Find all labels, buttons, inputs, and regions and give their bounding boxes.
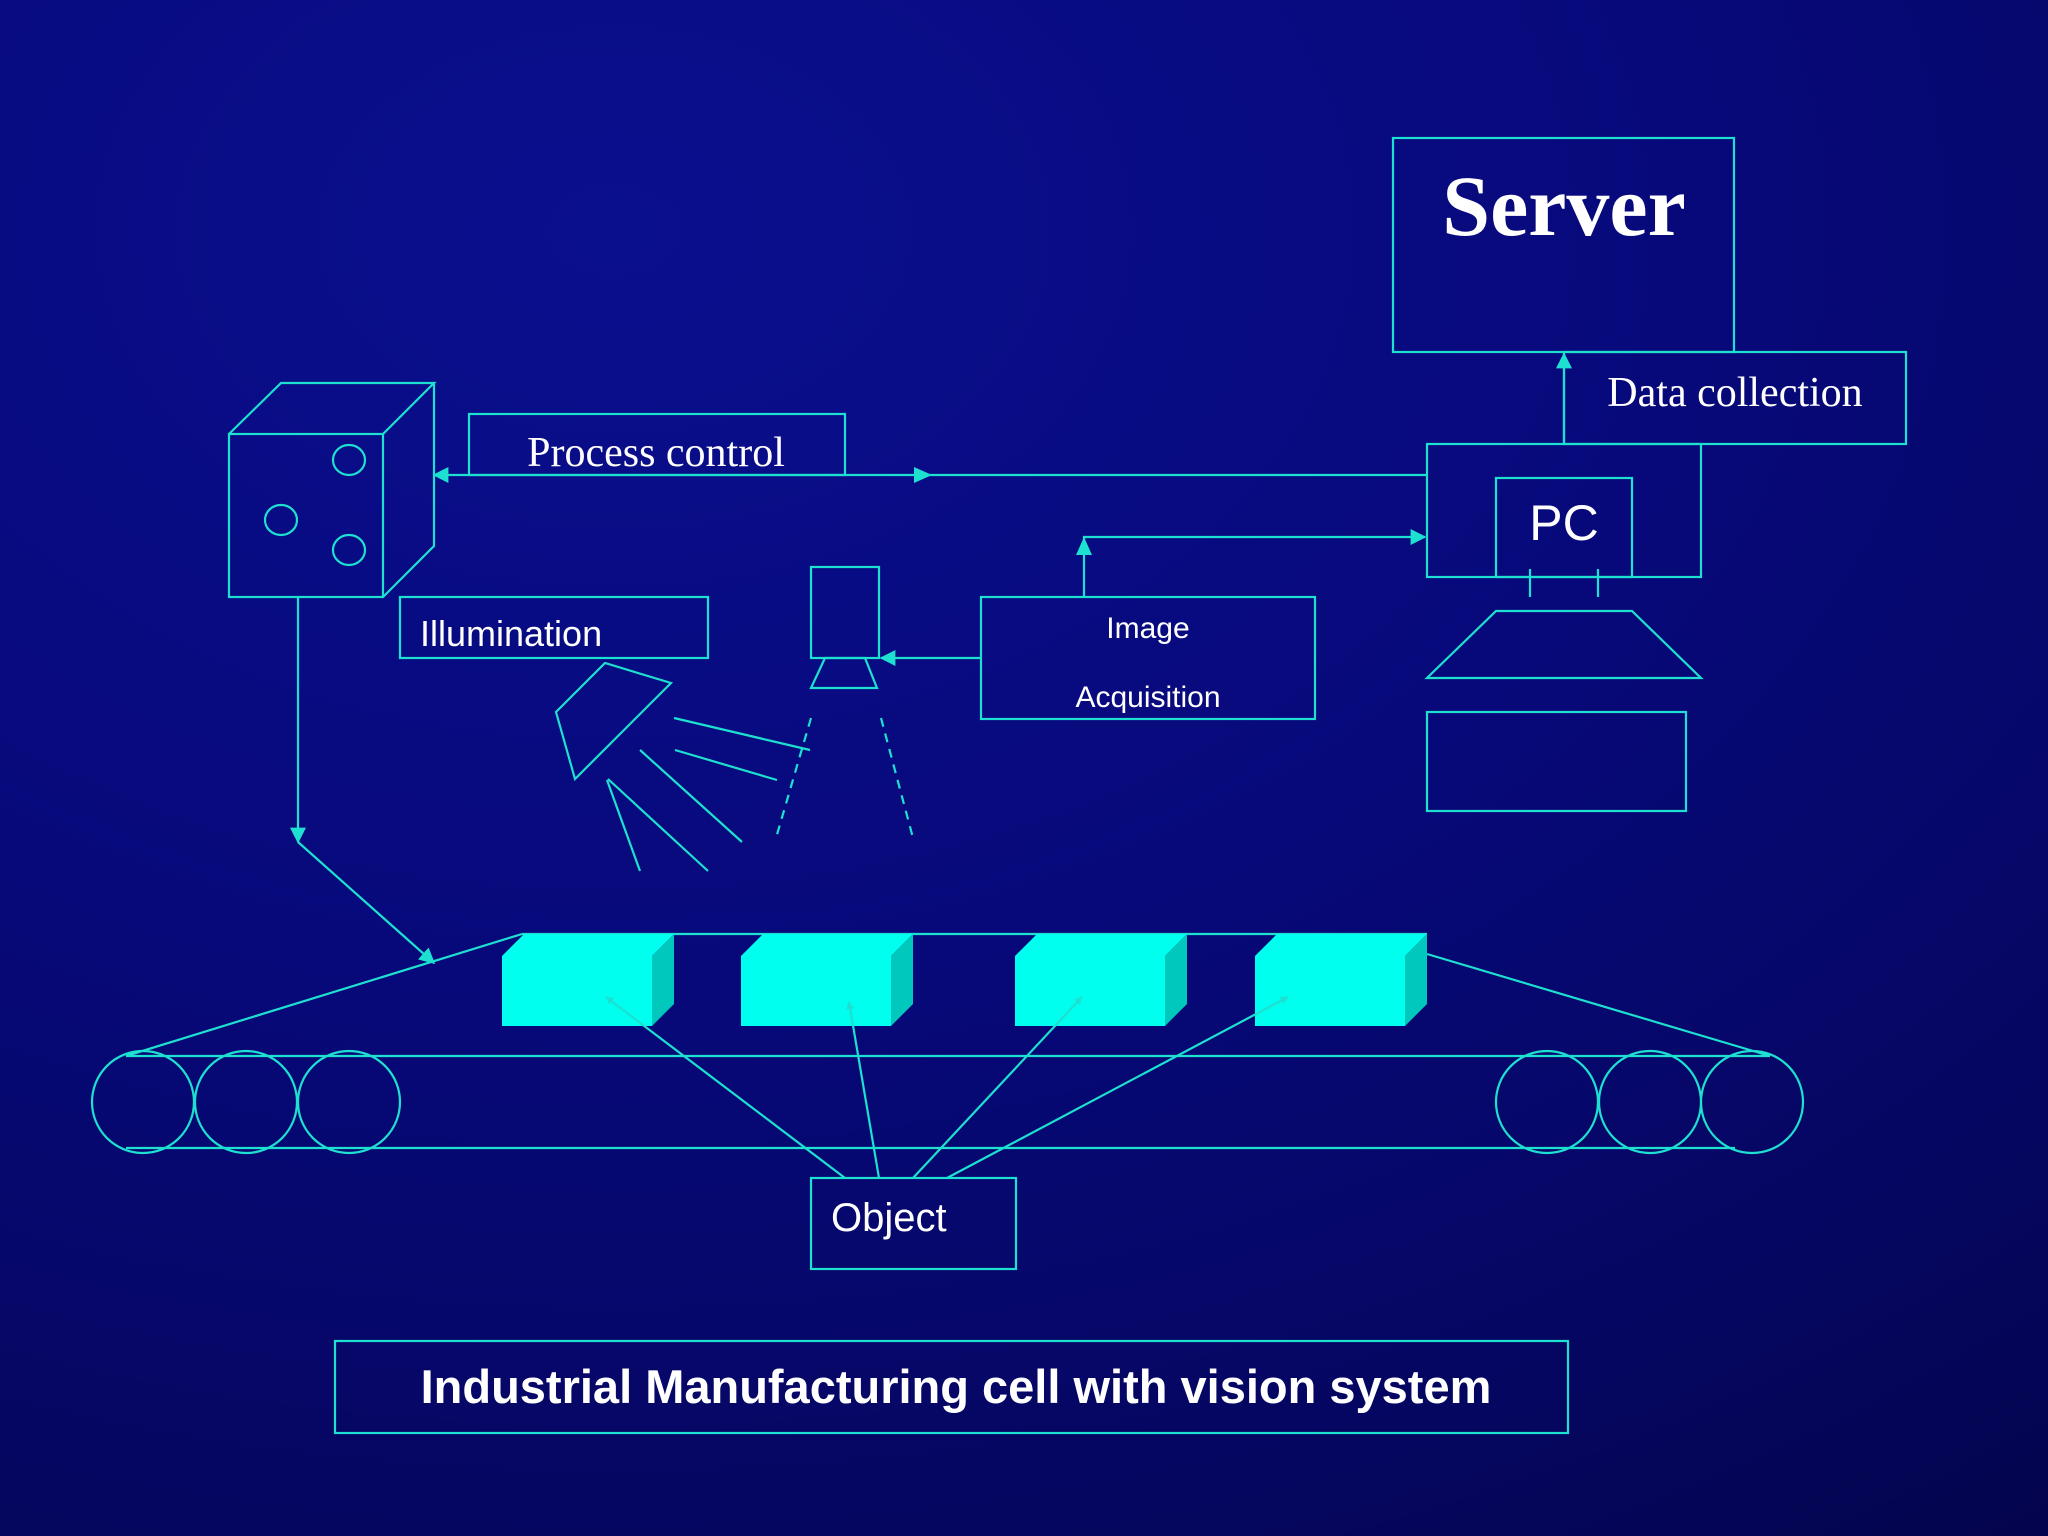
- object-box: [1015, 934, 1187, 1026]
- indicator-light: [263, 503, 299, 537]
- illumination-block: Illumination: [398, 595, 710, 660]
- process-control-label: Process control: [527, 430, 785, 476]
- roller: [1597, 1049, 1703, 1155]
- object-box: [741, 934, 913, 1026]
- object-label-block: Object: [809, 1176, 1018, 1271]
- pc-keyboard: [1424, 609, 1704, 680]
- pc-monitor-screen: [1494, 476, 1634, 579]
- conveyor-belt: [90, 932, 1805, 1155]
- data-collection-label: Data collection: [1607, 370, 1862, 416]
- data-collection-block: Data collection: [1562, 350, 1908, 446]
- light-source: [554, 661, 811, 872]
- lamp: [554, 661, 674, 782]
- roller: [90, 1049, 196, 1155]
- process-control-block: Process control: [467, 412, 847, 477]
- illumination-label: Illumination: [420, 613, 602, 654]
- diagram-caption: Industrial Manufacturing cell with visio…: [421, 1360, 1492, 1413]
- arrow-head-up: [1076, 537, 1092, 555]
- object-box: [1255, 934, 1427, 1026]
- object-pointers: [605, 996, 1289, 1179]
- controller-cube: [227, 381, 437, 599]
- roller: [296, 1049, 402, 1155]
- image-label: Image: [1106, 612, 1189, 645]
- roller: [193, 1049, 299, 1155]
- roller: [1699, 1049, 1805, 1155]
- pc-label: PC: [1529, 495, 1598, 551]
- camera: [774, 565, 915, 839]
- roller: [1494, 1049, 1600, 1155]
- caption-block: Industrial Manufacturing cell with visio…: [333, 1339, 1570, 1435]
- indicator-light: [331, 443, 367, 477]
- acquisition-to-pc-arrow: [1082, 529, 1427, 597]
- server-block: Server: [1391, 136, 1736, 354]
- arrow-midpoint: [914, 467, 932, 483]
- indicator-light: [331, 533, 367, 567]
- camera-lens: [809, 656, 879, 690]
- pc-base-unit: [1425, 710, 1688, 813]
- server-label: Server: [1442, 158, 1686, 254]
- object-box: [502, 934, 674, 1026]
- pc-block: PC: [1424, 442, 1704, 813]
- object-label: Object: [831, 1196, 947, 1240]
- image-acquisition-block: Image Acquisition: [979, 595, 1317, 721]
- acquisition-label: Acquisition: [1075, 681, 1220, 714]
- controller-to-conveyor-arrow: [297, 841, 436, 965]
